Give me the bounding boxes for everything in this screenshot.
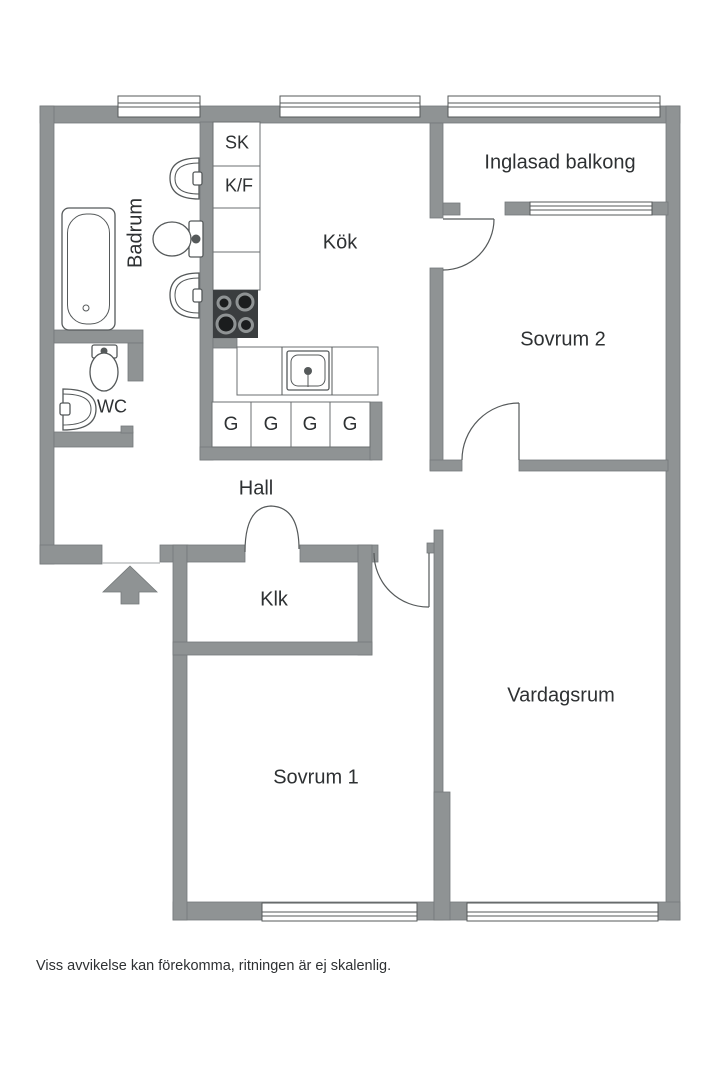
toilet-icon [89, 344, 119, 392]
room-label-hall: Hall [238, 477, 274, 500]
room-label-badrum: Badrum [124, 197, 147, 269]
stove-icon [213, 290, 258, 338]
door-swing-icons [102, 218, 520, 608]
room-label-sovrum1: Sovrum 1 [273, 766, 359, 789]
sink-icon [59, 388, 97, 431]
room-label-vardagsrum: Vardagsrum [507, 684, 615, 707]
wardrobe-label: G [223, 414, 239, 435]
window-icons [117, 95, 661, 922]
room-label-kok: Kök [322, 231, 358, 254]
sink-icon [169, 157, 203, 200]
kitchen-cabinet-icons [212, 121, 261, 291]
room-label-sk: SK [224, 132, 250, 153]
room-label-wc: WC [97, 396, 127, 417]
kitchen-sink-icon [286, 350, 330, 391]
wardrobe-label: G [263, 414, 279, 435]
wardrobe-icons [211, 401, 371, 448]
room-label-sovrum2: Sovrum 2 [520, 328, 606, 351]
wardrobe-label: G [342, 414, 358, 435]
room-label-kf: K/F [224, 175, 254, 196]
room-label-klk: Klk [260, 588, 288, 611]
toilet-icon [152, 220, 204, 258]
entrance-arrow-icon [102, 565, 158, 605]
room-label-inglasad-balkong: Inglasad balkong [484, 151, 636, 174]
bathtub-icon [61, 207, 116, 331]
sink-icon [169, 272, 203, 319]
wardrobe-label: G [302, 414, 318, 435]
disclaimer-text: Viss avvikelse kan förekomma, ritningen … [36, 958, 392, 974]
